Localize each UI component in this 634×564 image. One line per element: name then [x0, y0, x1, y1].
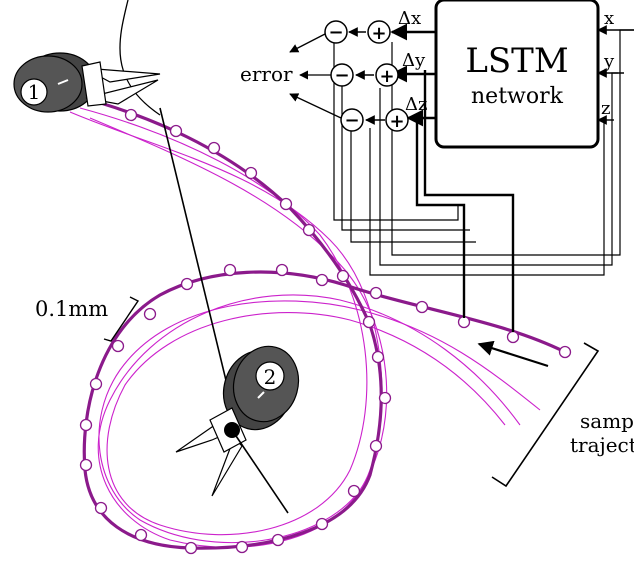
- sample-point: [235, 540, 249, 554]
- sample-point: [79, 418, 93, 432]
- output-dy-label: Δy: [402, 50, 426, 71]
- instrument-1: 1: [13, 0, 161, 116]
- lstm-title: LSTM: [465, 41, 568, 81]
- lstm-subtitle: network: [471, 84, 564, 109]
- instrument-2-badge: [255, 361, 285, 391]
- thin-trajectory-3: [79, 107, 506, 536]
- sample-point: [336, 269, 350, 283]
- instrument-shaft: [159, 107, 239, 431]
- sample-bracket: [491, 342, 600, 488]
- sample-label-line1: sample: [580, 409, 634, 433]
- main-trajectory: [71, 93, 566, 550]
- sample-point: [244, 166, 258, 180]
- direction-arrow: [477, 340, 549, 368]
- sample-point: [279, 197, 293, 211]
- sample-label-line2: trajectory: [570, 433, 634, 457]
- instrument-1-badge: [20, 78, 48, 106]
- sample-point: [180, 277, 194, 291]
- sample-point: [124, 108, 138, 122]
- instrument-2-number: 2: [264, 365, 277, 389]
- plus-node-x: [367, 20, 391, 44]
- plus-node-x-symbol: +: [371, 23, 386, 44]
- error-label: error: [240, 62, 293, 86]
- thin-trajectories: [69, 107, 541, 548]
- instrument-1-number: 1: [28, 80, 41, 104]
- sample-point: [415, 300, 429, 314]
- sample-point: [302, 223, 316, 237]
- scale-label: 0.1mm: [35, 297, 108, 321]
- scale-bracket: [103, 296, 140, 342]
- thin-trajectory-2: [89, 117, 541, 544]
- sample-point: [362, 315, 376, 329]
- minus-node-z-symbol: −: [344, 110, 359, 131]
- sample-point: [134, 528, 148, 542]
- sample-point: [143, 307, 157, 321]
- plus-node-y: [375, 63, 399, 87]
- sample-point: [369, 286, 383, 300]
- plus-node-z: [385, 108, 409, 132]
- sample-point: [275, 263, 289, 277]
- wire-feed-3: [350, 130, 476, 243]
- sample-point: [111, 339, 125, 353]
- wire-thick-1: [415, 115, 466, 318]
- input-arrows: [597, 25, 634, 125]
- wire-feed-2: [341, 86, 470, 231]
- input-x-label: x: [604, 8, 614, 29]
- sample-point: [315, 273, 329, 287]
- sample-point: [457, 315, 471, 329]
- instrument-1-shaft: [81, 61, 107, 107]
- sample-point: [79, 458, 93, 472]
- error-arrows: [289, 33, 342, 119]
- thin-trajectory-1: [69, 111, 521, 548]
- input-y-label: y: [603, 51, 615, 72]
- minus-node-x: [324, 20, 348, 44]
- sample-point: [223, 263, 237, 277]
- error-arrow-z: [289, 93, 342, 119]
- sample-point: [271, 533, 285, 547]
- sample-point: [169, 124, 183, 138]
- sample-point: [315, 517, 329, 531]
- sample-point: [94, 501, 108, 515]
- sample-point: [506, 330, 520, 344]
- instrument-2: 2: [175, 345, 300, 514]
- error-arrow-x: [289, 33, 326, 53]
- instrument-1-cable: [119, 0, 161, 116]
- input-z-label: z: [601, 98, 610, 119]
- sample-point: [89, 377, 103, 391]
- output-dz-label: Δz: [405, 94, 427, 115]
- instrument-1-screw-icon: [57, 79, 69, 85]
- minus-nodes: − − −: [324, 20, 364, 132]
- plus-node-y-symbol: +: [379, 66, 394, 87]
- plus-nodes: + + +: [348, 20, 409, 132]
- instrument-2-screw-icon: [257, 391, 265, 399]
- minus-node-x-symbol: −: [328, 22, 343, 43]
- plus-node-z-symbol: +: [389, 111, 404, 132]
- sample-point: [347, 484, 361, 498]
- sample-point: [207, 141, 221, 155]
- sample-point: [378, 391, 392, 405]
- minus-node-y-symbol: −: [334, 65, 349, 86]
- sample-point: [558, 345, 572, 359]
- sample-point: [184, 541, 198, 555]
- sample-point: [371, 350, 385, 364]
- output-dx-label: Δx: [398, 8, 421, 29]
- instrument-2-rod: [231, 429, 289, 514]
- trajectory-points: [79, 108, 572, 555]
- wire-thick-2: [423, 70, 515, 332]
- wire-feed-1: [333, 40, 459, 221]
- minus-node-z: [340, 108, 364, 132]
- sample-point: [369, 439, 383, 453]
- output-lines: [390, 23, 436, 127]
